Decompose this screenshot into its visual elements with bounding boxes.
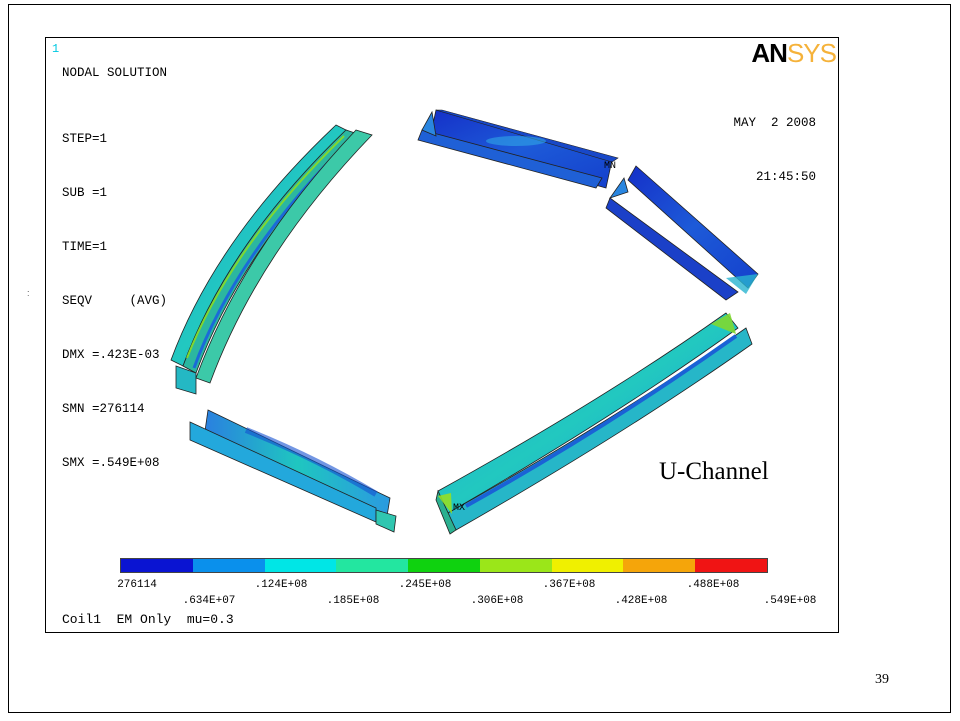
legend-label-top: .124E+08 [254, 579, 308, 591]
plot-footer: Coil1 EM Only mu=0.3 [62, 612, 234, 627]
legend-label-bottom: .428E+08 [614, 595, 668, 607]
colorbar-band-4 [336, 559, 409, 572]
solution-title: NODAL SOLUTION [62, 66, 168, 80]
fea-model-view: MN [170, 109, 759, 535]
stat-dmx: DMX =.423E-03 [62, 348, 160, 362]
stat-smn: SMN =276114 [62, 402, 145, 416]
colorbar-band-1 [121, 559, 193, 572]
channel-lower-right [435, 312, 753, 535]
ansys-logo: ANSYS [751, 38, 837, 68]
plot-time: 21:45:50 [755, 170, 816, 184]
channel-upper-left [170, 124, 373, 395]
legend-label-bottom: .306E+08 [470, 595, 524, 607]
colorbar-band-3 [264, 559, 337, 572]
channel-right [605, 165, 759, 301]
stat-smx: SMX =.549E+08 [62, 456, 160, 470]
page-number: 39 [875, 672, 889, 687]
stat-time: TIME=1 [62, 240, 108, 254]
colorbar-band-2 [192, 559, 265, 572]
channel-top-center [417, 109, 619, 189]
legend-label-top: 276114 [117, 579, 157, 591]
min-marker: MN [604, 161, 616, 172]
legend-label-top: .488E+08 [686, 579, 740, 591]
legend-label-top: .245E+08 [398, 579, 452, 591]
solution-stats: STEP=1 SUB =1 TIME=1 SEQV (AVG) DMX =.42… [62, 94, 167, 508]
stray-mark: : [27, 288, 30, 298]
colorbar-band-7 [551, 559, 624, 572]
stat-step: STEP=1 [62, 132, 108, 146]
ansys-plot-window: 1 ANSYS NODAL SOLUTION STEP=1 SUB =1 TIM… [45, 37, 839, 633]
stress-colorbar [120, 558, 768, 573]
date-time-block: MAY 2 2008 21:45:50 [733, 78, 816, 222]
u-channel-label: U-Channel [659, 458, 769, 485]
colorbar-band-5 [408, 559, 480, 572]
window-number: 1 [52, 42, 60, 56]
legend-label-top: .367E+08 [542, 579, 596, 591]
stat-seqv: SEQV (AVG) [62, 294, 168, 308]
stat-sub: SUB =1 [62, 186, 108, 200]
legend-label-bottom: .185E+08 [326, 595, 380, 607]
plot-date: MAY 2 2008 [733, 116, 816, 130]
colorbar-band-8 [623, 559, 696, 572]
colorbar-band-9 [695, 559, 768, 572]
legend-label-bottom: .549E+08 [763, 595, 817, 607]
channel-lower-left [189, 409, 397, 533]
legend-label-bottom: .634E+07 [182, 595, 236, 607]
colorbar-band-6 [479, 559, 552, 572]
slide-frame: 1 ANSYS NODAL SOLUTION STEP=1 SUB =1 TIM… [8, 4, 951, 713]
max-marker: MX [453, 503, 465, 514]
